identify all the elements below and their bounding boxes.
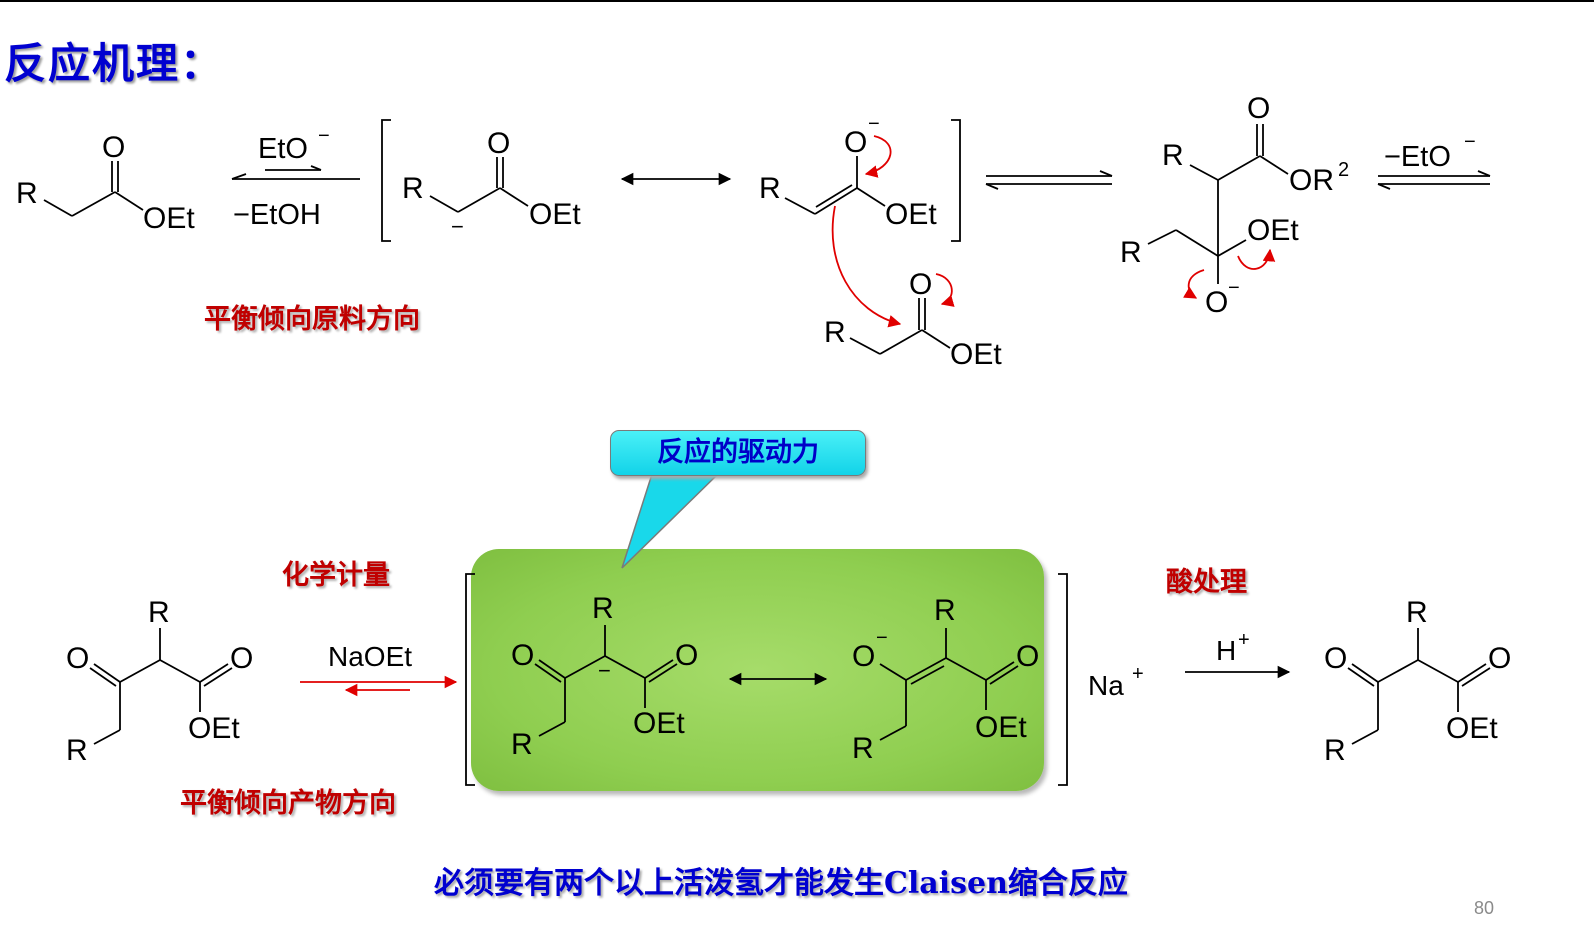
proton: H	[1216, 635, 1236, 666]
atom-o: O	[66, 642, 89, 675]
curved-arrow-nucleophilic-attack	[831, 205, 902, 328]
atom-r: R	[852, 732, 874, 765]
bottom-statement: 必须要有两个以上活泼氢才能发生Claisen缩合反应	[434, 866, 1128, 901]
alkoxide-o: O	[1205, 286, 1228, 319]
equilibrium-arrow-1	[231, 165, 360, 180]
atom-r: R	[934, 594, 956, 627]
driving-force-highlight	[471, 549, 1044, 791]
note-equilibrium-products: 平衡倾向产物方向	[180, 788, 396, 819]
group-oet: OEt	[188, 712, 240, 745]
group-or: OR	[1289, 164, 1334, 197]
driving-force-callout: 反应的驱动力	[610, 430, 866, 476]
atom-o: O	[230, 642, 253, 675]
beta-ketoester-left-bonds	[89, 628, 233, 745]
slide-title: 反应机理：	[4, 39, 225, 88]
atom-o: O	[102, 131, 125, 164]
enolate-bonds	[784, 156, 886, 215]
plus-charge: +	[1238, 629, 1250, 651]
atom-o: O	[511, 639, 534, 672]
callout-tail	[621, 474, 720, 569]
carbanion-charge: −	[451, 214, 464, 239]
plus-charge: +	[1132, 663, 1144, 685]
note-equilibrium-reactants: 平衡倾向原料方向	[204, 304, 420, 335]
carbanion-bonds	[429, 157, 529, 213]
atom-r: R	[1324, 734, 1346, 767]
enolate-o: O	[852, 640, 875, 673]
group-oet: OEt	[950, 338, 1002, 371]
group-oet: OEt	[529, 198, 581, 231]
reagent-minus-ethoxide: −EtO	[1384, 141, 1451, 173]
note-acid-workup: 酸处理	[1166, 567, 1247, 598]
tetrahedral-intermediate-bonds	[1147, 124, 1289, 284]
atom-r: R	[511, 728, 533, 761]
atom-r: R	[824, 316, 846, 349]
group-oet: OEt	[1446, 712, 1498, 745]
carbanion-charge: −	[598, 658, 611, 683]
superscript-2: 2	[1338, 159, 1349, 181]
atom-r: R	[592, 592, 614, 625]
beta-ketoester-product-bonds	[1347, 628, 1491, 745]
enolate-bracket	[381, 119, 961, 242]
atom-r: R	[1406, 596, 1428, 629]
atom-o: O	[909, 268, 932, 301]
curved-arrow-leaving-group	[1237, 248, 1276, 270]
atom-r: R	[148, 596, 170, 629]
curved-arrow-carbonyl-o	[935, 273, 955, 307]
atom-r: R	[66, 734, 88, 767]
ester-reactant-bonds	[43, 161, 144, 217]
equilibrium-arrow-2	[985, 170, 1113, 190]
ester-electrophile-bonds	[849, 298, 951, 355]
page-number: 80	[1474, 898, 1495, 918]
note-stoichiometric: 化学计量	[282, 560, 390, 591]
atom-o: O	[1247, 92, 1270, 125]
stabilized-carbanion-bonds	[534, 625, 678, 737]
reagent-naoet: NaOEt	[328, 641, 412, 672]
atom-o: O	[1488, 642, 1511, 675]
enolate-charge: −	[868, 113, 880, 135]
reagent-ethoxide: EtO	[258, 133, 308, 165]
reagent-minus-ethanol: −EtOH	[233, 199, 321, 231]
charge-minus: −	[318, 125, 330, 147]
curved-arrow-enolate-o	[864, 135, 892, 178]
atom-o: O	[487, 127, 510, 160]
alkoxide-charge: −	[1228, 277, 1240, 299]
atom-r: R	[1162, 139, 1184, 172]
group-oet: OEt	[143, 202, 195, 235]
group-oet: OEt	[885, 198, 937, 231]
group-oet: OEt	[633, 707, 685, 740]
group-oet: OEt	[975, 711, 1027, 744]
top-rule	[0, 0, 1594, 2]
atom-r: R	[1120, 236, 1142, 269]
atom-o: O	[1324, 642, 1347, 675]
charge-minus: −	[1464, 131, 1476, 153]
atom-o: O	[675, 639, 698, 672]
sodium-cation: Na	[1088, 670, 1124, 701]
atom-r: R	[402, 172, 424, 205]
enolate-charge: −	[876, 627, 888, 649]
curved-arrow-alkoxide-return	[1183, 269, 1205, 299]
atom-r: R	[16, 177, 38, 210]
atom-o: O	[844, 126, 867, 159]
sodium-salt-bracket	[465, 573, 1068, 786]
atom-o: O	[1016, 640, 1039, 673]
equilibrium-arrow-3	[1377, 170, 1491, 190]
atom-r: R	[759, 172, 781, 205]
stabilized-enolate-bonds	[879, 628, 1019, 741]
group-oet: OEt	[1247, 214, 1299, 247]
